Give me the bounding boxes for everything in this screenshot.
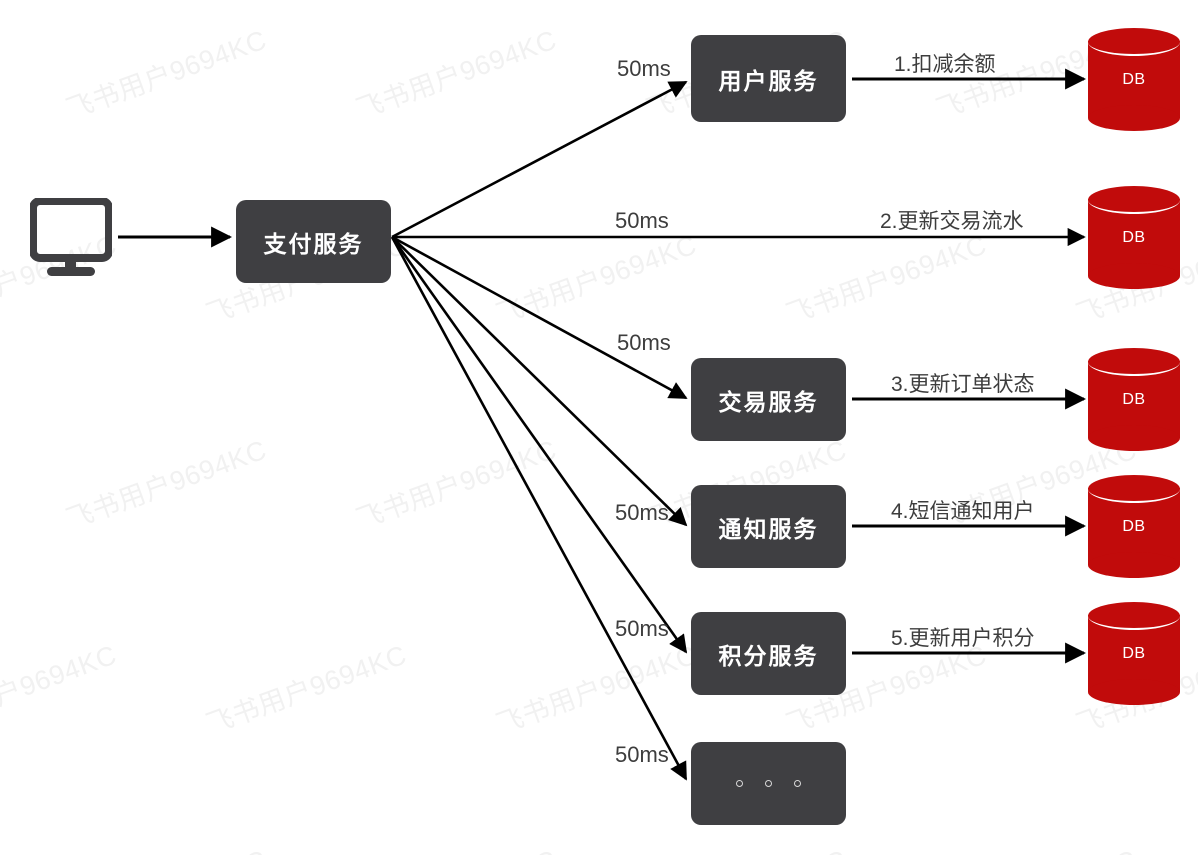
database-label: DB [1122,517,1146,535]
latency-label-4: 50ms [615,500,669,525]
ellipsis-dot-icon [794,780,801,787]
db-action-label-1: 1.扣减余额 [894,53,996,76]
service-box-notify-label: 通知服务 [718,515,819,542]
cylinder-bottom [1088,263,1180,289]
database-label: DB [1122,228,1146,246]
service-box-user[interactable]: 用户服务 [691,35,846,122]
latency-label-3: 50ms [617,330,671,355]
database-label: DB [1122,70,1146,88]
edge-payment-to-points-service [390,236,688,654]
service-box-notify[interactable]: 通知服务 [691,485,846,568]
edge-payment-to-more-service [390,236,688,781]
service-box-trade-label: 交易服务 [718,388,819,415]
cylinder-top [1088,28,1180,56]
cylinder-bottom [1088,105,1180,131]
latency-label-6: 50ms [615,742,669,767]
cylinder-top [1088,186,1180,214]
service-box-user-label: 用户服务 [718,67,819,94]
db-action-label-2: 2.更新交易流水 [880,210,1024,233]
latency-label-5: 50ms [615,616,669,641]
service-box-points-label: 积分服务 [718,642,819,669]
db-action-label-5: 5.更新用户积分 [891,627,1035,650]
cylinder-bottom [1088,552,1180,578]
edge-payment-to-notify-service [391,236,688,527]
service-box-payment-label: 支付服务 [263,230,364,257]
service-box-payment[interactable]: 支付服务 [236,200,391,283]
service-box-points[interactable]: 积分服务 [691,612,846,695]
database-cylinder-1[interactable]: DB [1088,28,1180,131]
database-cylinder-5[interactable]: DB [1088,602,1180,705]
cylinder-top [1088,348,1180,376]
service-box-more[interactable] [691,742,846,825]
database-cylinder-4[interactable]: DB [1088,475,1180,578]
cylinder-bottom [1088,425,1180,451]
database-cylinder-3[interactable]: DB [1088,348,1180,451]
database-cylinder-2[interactable]: DB [1088,186,1180,289]
ellipsis-dot-icon [765,780,772,787]
latency-label-1: 50ms [617,56,671,81]
latency-label-2: 50ms [615,208,669,233]
edge-payment-to-trade-service [391,235,688,400]
cylinder-top [1088,475,1180,503]
cylinder-bottom [1088,679,1180,705]
database-label: DB [1122,644,1146,662]
monitor-icon [29,197,113,278]
ellipsis-dot-icon [736,780,743,787]
edge-payment-to-user-service [391,80,688,239]
cylinder-top [1088,602,1180,630]
db-action-label-4: 4.短信通知用户 [891,500,1035,523]
database-label: DB [1122,390,1146,408]
db-action-label-3: 3.更新订单状态 [891,373,1035,396]
service-box-trade[interactable]: 交易服务 [691,358,846,441]
